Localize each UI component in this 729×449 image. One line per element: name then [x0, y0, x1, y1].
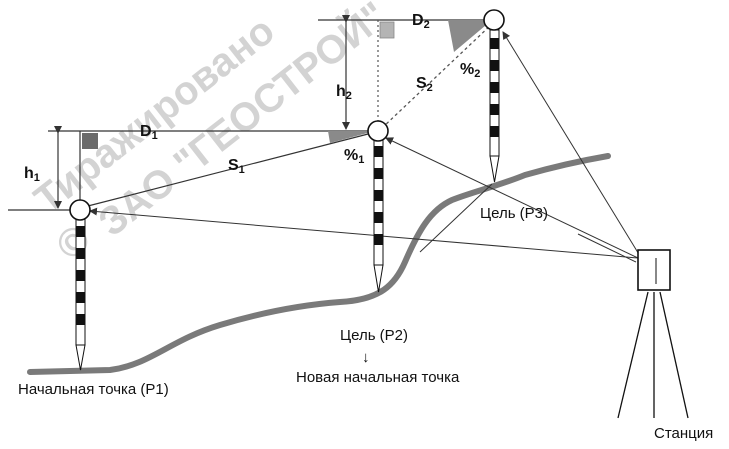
pole-p3-band	[490, 104, 499, 115]
h1-label: h1	[24, 165, 40, 184]
pole-p2-band	[374, 234, 383, 245]
sight-line-p2	[385, 137, 639, 259]
pole-p2-body	[373, 139, 384, 266]
pole-p1-band	[76, 270, 85, 281]
slope-percent-2-label: %2	[460, 61, 480, 80]
station-instrument	[617, 249, 689, 419]
pole-p1-band	[76, 226, 85, 237]
tripod-leg-left	[617, 291, 649, 419]
p1-right-angle-marker	[82, 133, 98, 149]
pole-p2-band	[374, 146, 383, 157]
pole-p2-band	[374, 190, 383, 201]
station-label: Станция	[654, 425, 713, 442]
down-arrow-icon: ↓	[362, 349, 370, 366]
pole-p1	[69, 199, 91, 371]
target-p3-label: Цель (P3)	[480, 205, 548, 222]
prism-p1	[69, 199, 91, 221]
d1-label: D1	[140, 123, 158, 142]
slope-angle-2	[448, 20, 492, 52]
slope-angle-1	[328, 131, 375, 143]
watermark-line-3: ©	[48, 216, 98, 269]
pole-p3-band	[490, 38, 499, 49]
pole-p2-band	[374, 212, 383, 223]
pole-p1-body	[75, 218, 86, 346]
pole-p1-band	[76, 248, 85, 259]
start-point-p1-label: Начальная точка (P1)	[18, 381, 169, 398]
pole-p3-tip	[489, 155, 500, 183]
pole-p3-band	[490, 126, 499, 137]
instrument-body	[637, 249, 671, 291]
h2-label: h2	[336, 83, 352, 102]
target-p2-label: Цель (P2)	[340, 327, 408, 344]
s2-slope-line	[381, 23, 493, 129]
pole-p1-tip	[75, 344, 86, 371]
d2-label: D2	[412, 12, 430, 31]
p2-leader-line	[419, 183, 493, 253]
s1-label: S1	[228, 157, 245, 176]
pole-p3-band	[490, 60, 499, 71]
p2-right-angle-marker	[379, 21, 395, 39]
p3-leader-line	[577, 233, 637, 263]
prism-p2	[367, 120, 389, 142]
s1-slope-line	[83, 132, 373, 208]
tripod-leg-right	[659, 291, 689, 419]
pole-p2-band	[374, 168, 383, 179]
pole-p1-band	[76, 314, 85, 325]
pole-p3-band	[490, 82, 499, 93]
sight-line-p3	[502, 31, 641, 257]
prism-p3	[483, 9, 505, 31]
new-start-point-label: Новая начальная точка	[296, 369, 460, 386]
ground-profile	[27, 153, 611, 375]
pole-p2-tip	[373, 264, 384, 293]
pole-p2	[367, 120, 389, 293]
s2-label: S2	[416, 75, 433, 94]
pole-p1-band	[76, 292, 85, 303]
sight-line-p1	[89, 207, 639, 259]
slope-percent-1-label: %1	[344, 147, 364, 166]
pole-p3	[483, 9, 505, 183]
